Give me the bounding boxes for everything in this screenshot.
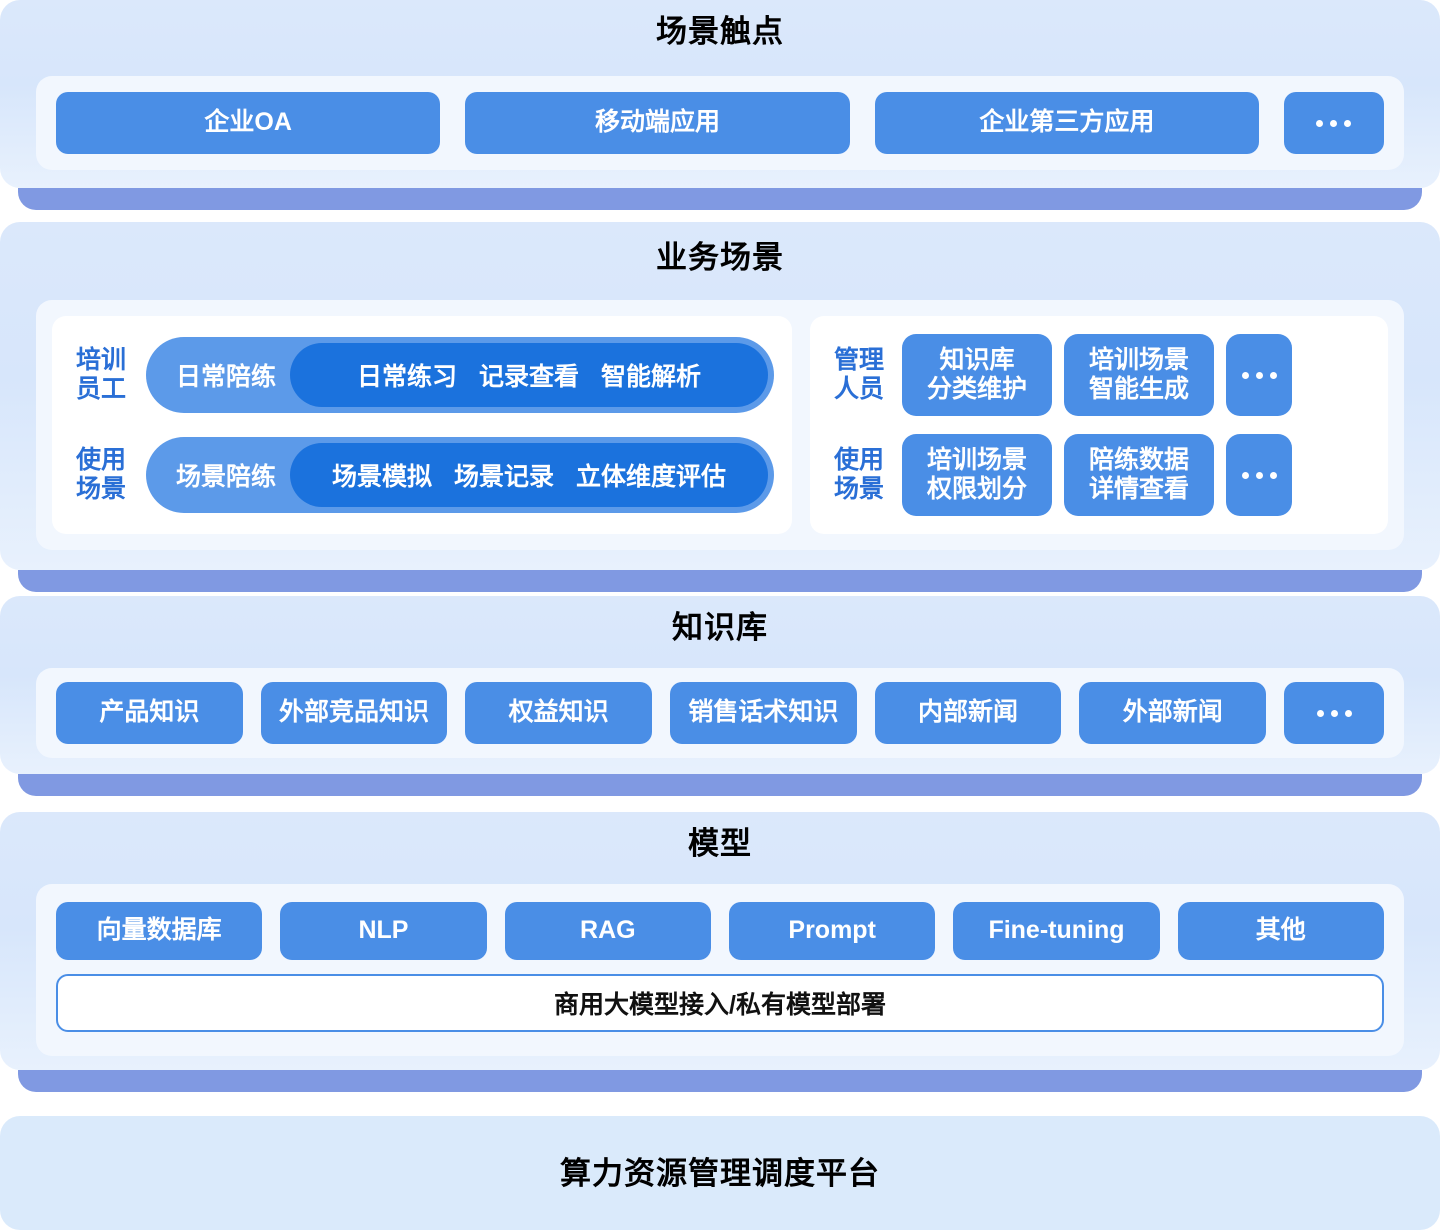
business-chip[interactable] — [1226, 434, 1292, 516]
business-chip[interactable]: 陪练数据详情查看 — [1064, 434, 1214, 516]
section-title-model: 模型 — [688, 826, 752, 861]
knowledge-chip[interactable]: 外部新闻 — [1079, 682, 1267, 744]
layer-shadow-bar — [18, 570, 1422, 592]
touchpoint-chip[interactable]: 企业OA — [56, 92, 441, 154]
ellipsis-icon — [1316, 709, 1352, 717]
section-title-business: 业务场景 — [656, 240, 784, 275]
section-title-knowledge: 知识库 — [672, 610, 768, 645]
ellipsis-icon — [1241, 371, 1277, 379]
knowledge-chip[interactable]: 权益知识 — [465, 682, 653, 744]
business-chip[interactable]: 培训场景权限划分 — [902, 434, 1052, 516]
pill-head-label: 场景陪练 — [176, 463, 277, 491]
model-technique-row: 向量数据库 NLP RAG Prompt Fine-tuning 其他 — [56, 902, 1384, 960]
pill-inner-tags: 场景模拟场景记录立体维度评估 — [290, 443, 768, 507]
pill-tag[interactable]: 场景记录 — [454, 463, 555, 491]
business-nested-pill[interactable]: 日常陪练日常练习记录查看智能解析 — [146, 337, 774, 413]
touchpoint-items-card: 企业OA 移动端应用企业第三方应用 — [36, 76, 1404, 170]
business-row: 使用场景场景陪练场景模拟场景记录立体维度评估 — [70, 432, 774, 518]
business-left-panel: 培训员工日常陪练日常练习记录查看智能解析使用场景场景陪练场景模拟场景记录立体维度… — [52, 316, 792, 534]
ellipsis-icon — [1316, 119, 1352, 127]
pill-head-label: 日常陪练 — [176, 363, 277, 391]
business-scenario-card: 培训员工日常陪练日常练习记录查看智能解析使用场景场景陪练场景模拟场景记录立体维度… — [36, 300, 1404, 550]
knowledge-chip[interactable]: 内部新闻 — [874, 682, 1062, 744]
business-role-label: 使用场景 — [75, 446, 126, 503]
layer-shadow-bar — [18, 188, 1422, 210]
model-chip[interactable]: NLP — [280, 902, 487, 960]
model-chip[interactable]: 其他 — [1177, 902, 1384, 960]
business-role-label: 管理人员 — [833, 346, 884, 403]
business-chip[interactable]: 培训场景智能生成 — [1064, 334, 1214, 416]
ellipsis-icon — [1241, 471, 1277, 479]
section-compute-platform: 算力资源管理调度平台 — [0, 1116, 1440, 1230]
model-chip[interactable]: Fine-tuning — [953, 902, 1160, 960]
pill-tag[interactable]: 场景模拟 — [331, 463, 432, 491]
business-chip[interactable]: 知识库分类维护 — [902, 334, 1052, 416]
knowledge-chip[interactable]: 外部竞品知识 — [260, 682, 448, 744]
section-title-compute: 算力资源管理调度平台 — [560, 1155, 880, 1191]
knowledge-chip[interactable] — [1284, 682, 1385, 744]
knowledge-items-card: 产品知识外部竞品知识权益知识销售话术知识内部新闻外部新闻 — [36, 668, 1404, 758]
business-role-label: 培训员工 — [75, 346, 126, 403]
knowledge-chip[interactable]: 产品知识 — [56, 682, 243, 744]
pill-tag[interactable]: 记录查看 — [479, 363, 580, 391]
pill-tag[interactable]: 立体维度评估 — [576, 463, 727, 491]
business-row: 培训员工日常陪练日常练习记录查看智能解析 — [70, 332, 774, 418]
touchpoint-chip[interactable]: 企业第三方应用 — [874, 92, 1259, 154]
section-model: 模型 向量数据库 NLP RAG Prompt Fine-tuning 其他 商用大模型接… — [0, 812, 1440, 1092]
touchpoint-chip[interactable]: 移动端应用 — [465, 92, 850, 154]
knowledge-chip[interactable]: 销售话术知识 — [670, 682, 857, 744]
touchpoint-chip[interactable] — [1283, 92, 1384, 154]
business-row: 管理人员知识库分类维护培训场景智能生成 — [828, 332, 1370, 418]
section-knowledge-base: 知识库 产品知识外部竞品知识权益知识销售话术知识内部新闻外部新闻 — [0, 596, 1440, 796]
section-business-scenario: 业务场景 培训员工日常陪练日常练习记录查看智能解析使用场景场景陪练场景模拟场景记… — [0, 222, 1440, 592]
model-chip[interactable]: Prompt — [728, 902, 936, 960]
pill-tag[interactable]: 日常练习 — [356, 363, 457, 391]
pill-inner-tags: 日常练习记录查看智能解析 — [290, 343, 768, 407]
pill-tag[interactable]: 智能解析 — [601, 363, 702, 391]
section-title-touchpoint: 场景触点 — [656, 14, 784, 49]
section-touchpoint: 场景触点 企业OA 移动端应用企业第三方应用 — [0, 0, 1440, 210]
model-card: 向量数据库 NLP RAG Prompt Fine-tuning 其他 商用大模型接入/私… — [36, 884, 1404, 1056]
model-chip[interactable]: RAG — [504, 902, 711, 960]
business-row: 使用场景培训场景权限划分陪练数据详情查看 — [828, 432, 1370, 518]
business-role-label: 使用场景 — [833, 446, 884, 503]
layer-shadow-bar — [18, 1070, 1422, 1092]
layer-shadow-bar — [18, 774, 1422, 796]
business-nested-pill[interactable]: 场景陪练场景模拟场景记录立体维度评估 — [146, 437, 774, 513]
model-chip[interactable]: 向量数据库 — [56, 902, 263, 960]
layer-body: 算力资源管理调度平台 — [0, 1116, 1440, 1230]
business-chip[interactable] — [1226, 334, 1292, 416]
model-deployment-banner: 商用大模型接入/私有模型部署 — [56, 974, 1384, 1032]
business-right-panel: 管理人员知识库分类维护培训场景智能生成使用场景培训场景权限划分陪练数据详情查看 — [810, 316, 1388, 534]
